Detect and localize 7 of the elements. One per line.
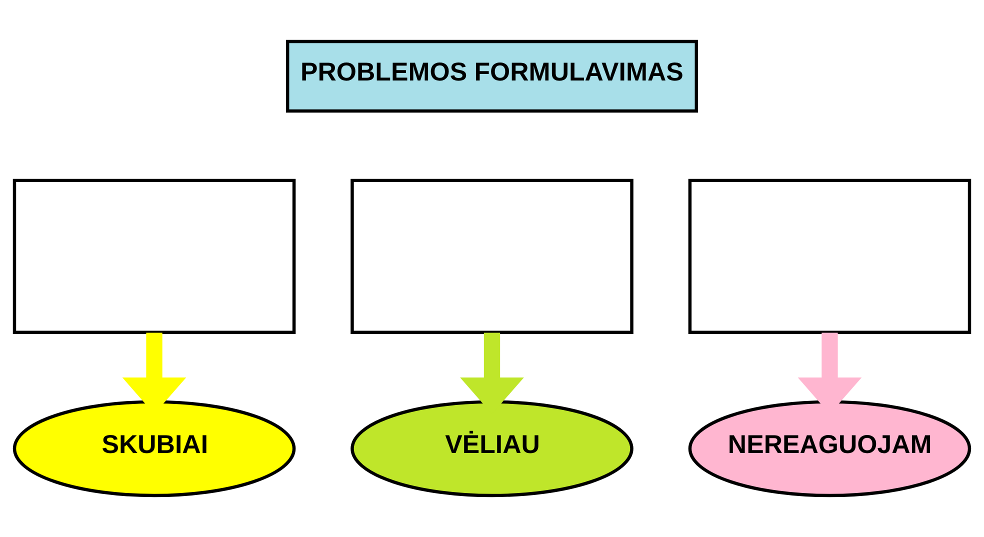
node-box: PROBLEMOS FORMULAVIMAS xyxy=(286,40,698,113)
node-box xyxy=(12,178,296,334)
node-box xyxy=(688,178,972,334)
node-ellipse: NEREAGUOJAM xyxy=(688,400,972,498)
node-ellipse: SKUBIAI xyxy=(12,400,296,498)
node-box xyxy=(350,178,634,334)
node-ellipse: VĖLIAU xyxy=(350,400,634,498)
